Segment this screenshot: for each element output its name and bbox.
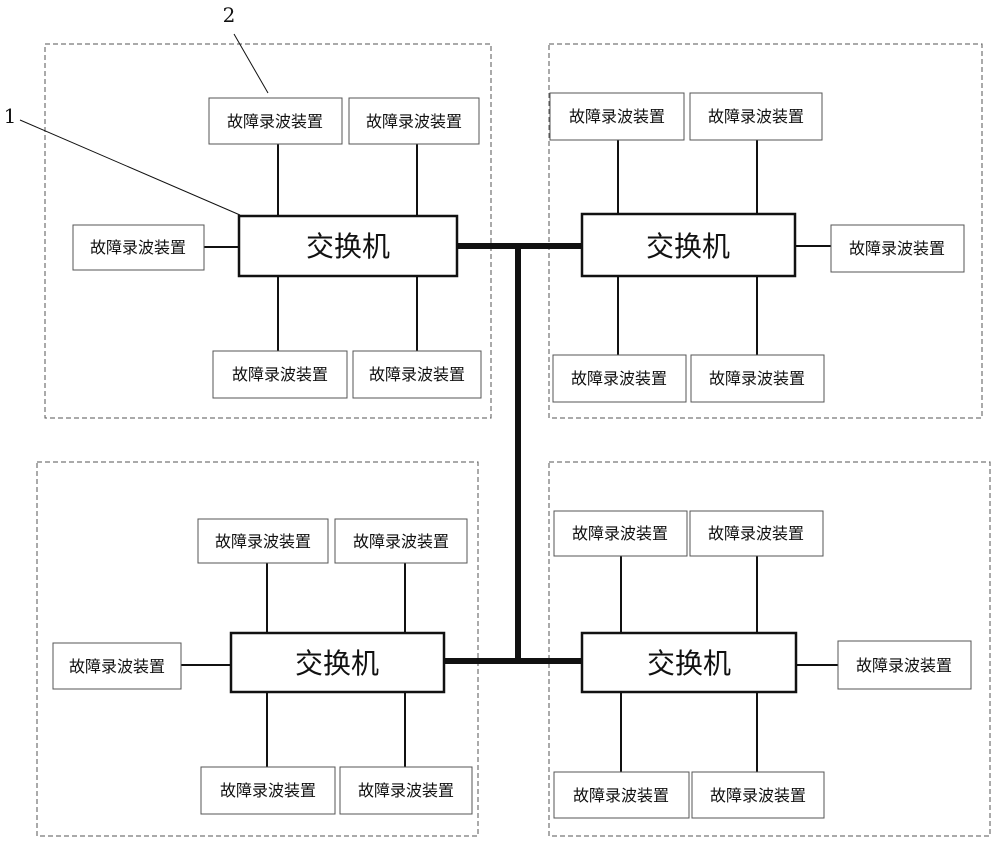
switch-top-right xyxy=(580,212,797,278)
device-box xyxy=(553,771,690,819)
device-label: 故障录波装置 xyxy=(232,365,328,384)
callout-2-label: 2 xyxy=(223,3,236,27)
device-box xyxy=(691,771,825,819)
device-label: 故障录波装置 xyxy=(710,786,806,805)
device-box xyxy=(208,97,343,145)
backbone xyxy=(444,243,582,664)
device-label: 故障录波装置 xyxy=(369,365,465,384)
callout-leaders xyxy=(19,33,269,216)
device-label: 故障录波装置 xyxy=(220,781,316,800)
device-label: 故障录波装置 xyxy=(856,656,952,675)
device-box xyxy=(352,350,482,399)
switch-label-top-right: 交换机 xyxy=(646,230,730,263)
device-box xyxy=(334,518,468,564)
device-label: 故障录波装置 xyxy=(572,524,668,543)
device-box xyxy=(830,224,965,273)
switch-label-top-left: 交换机 xyxy=(306,230,390,263)
device-box xyxy=(689,92,823,141)
switch-bottom-left xyxy=(229,631,446,694)
switch-top-left xyxy=(237,214,459,278)
device-box xyxy=(52,642,182,690)
device-box xyxy=(689,510,824,557)
callout-2-leader xyxy=(233,33,269,94)
switches xyxy=(229,212,798,694)
device-label: 故障录波装置 xyxy=(708,107,804,126)
device-label: 故障录波装置 xyxy=(569,107,665,126)
group-boundary-top-left xyxy=(44,43,492,419)
device-label: 故障录波装置 xyxy=(573,786,669,805)
device-box xyxy=(549,92,685,141)
device-label: 故障录波装置 xyxy=(353,532,449,551)
device-box xyxy=(690,354,825,403)
device-label: 故障录波装置 xyxy=(849,239,945,258)
device-box xyxy=(837,640,972,690)
group-boundary-bottom-left xyxy=(36,461,479,837)
device-label: 故障录波装置 xyxy=(366,112,462,131)
switch-bottom-right xyxy=(580,631,798,694)
device-box xyxy=(72,224,205,271)
switch-label-bottom-left: 交换机 xyxy=(295,647,379,680)
callout-1-leader xyxy=(19,119,241,216)
device-label: 故障录波装置 xyxy=(90,238,186,257)
device-label: 故障录波装置 xyxy=(708,524,804,543)
device-box xyxy=(553,510,688,557)
group-boundaries xyxy=(36,43,991,837)
device-box xyxy=(197,518,329,564)
device-box xyxy=(348,97,480,145)
device-label: 故障录波装置 xyxy=(69,657,165,676)
device-label: 故障录波装置 xyxy=(571,369,667,388)
device-label: 故障录波装置 xyxy=(227,112,323,131)
switch-label-bottom-right: 交换机 xyxy=(647,647,731,680)
callout-1-label: 1 xyxy=(4,104,17,128)
device-label: 故障录波装置 xyxy=(215,532,311,551)
device-box xyxy=(212,350,348,399)
device-box xyxy=(339,766,473,815)
devices xyxy=(52,92,972,819)
device-box xyxy=(200,766,336,815)
device-label: 故障录波装置 xyxy=(709,369,805,388)
device-box xyxy=(552,354,687,403)
device-label: 故障录波装置 xyxy=(358,781,454,800)
group-boundary-top-right xyxy=(548,43,983,419)
device-links xyxy=(181,140,838,772)
group-boundary-bottom-right xyxy=(548,461,991,837)
